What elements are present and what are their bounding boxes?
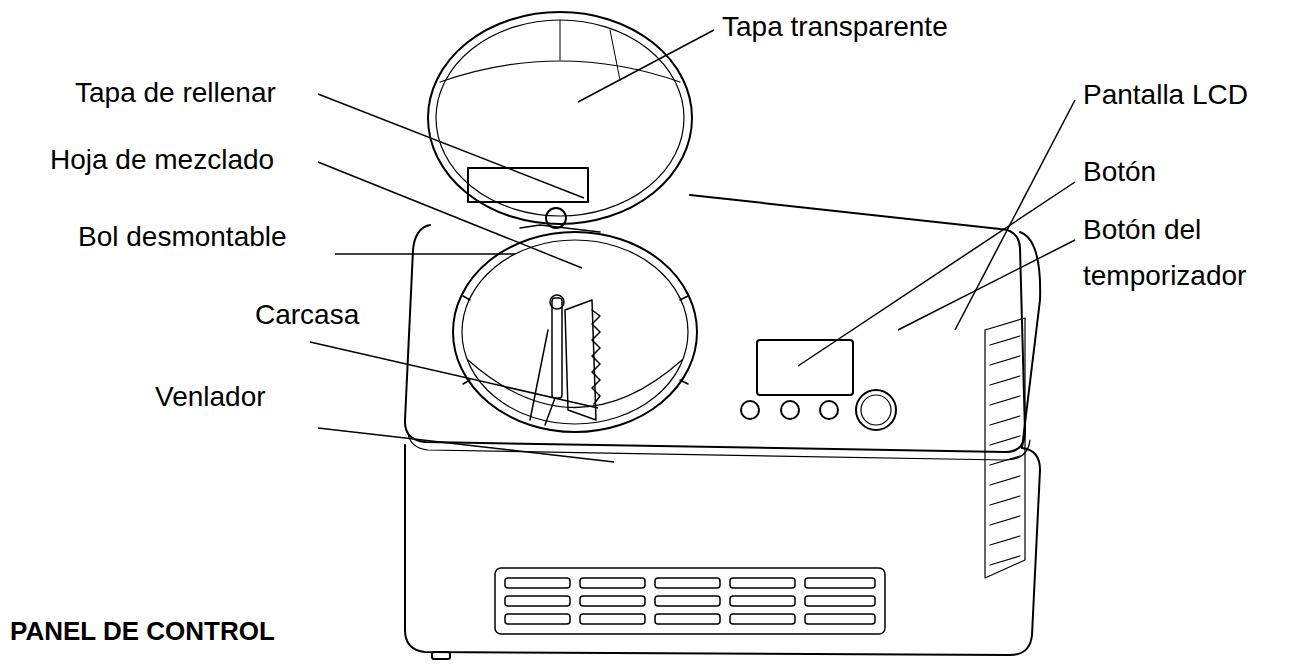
part-label: Carcasa: [255, 292, 359, 338]
leader-line: [318, 94, 584, 198]
part-label: Tapa transparente: [722, 4, 948, 50]
part-label: Botón del temporizador: [1083, 207, 1288, 299]
machine-foot: [432, 652, 450, 659]
part-label: Hoja de mezclado: [50, 137, 274, 183]
section-heading: PANEL DE CONTROL: [10, 614, 275, 648]
leader-line: [310, 342, 598, 408]
leader-line: [318, 428, 614, 462]
leader-line: [798, 182, 1075, 366]
leader-line: [318, 162, 582, 268]
front-vent: [495, 568, 885, 634]
leader-line: [578, 30, 714, 102]
part-label: Tapa de rellenar: [75, 70, 276, 116]
fill-lid: [468, 168, 588, 202]
control-panel: [741, 340, 896, 430]
leader-line: [898, 240, 1075, 330]
part-label: Botón: [1083, 149, 1156, 195]
leader-lines: [310, 30, 1075, 462]
timer-knob: [856, 390, 896, 430]
side-vent: [985, 318, 1025, 578]
leader-line: [955, 100, 1075, 330]
lcd-screen: [757, 340, 853, 395]
part-label: Pantalla LCD: [1083, 72, 1248, 118]
button: [781, 401, 799, 419]
leader-line: [335, 253, 515, 255]
button: [741, 401, 759, 419]
machine-body: [405, 445, 1040, 655]
machine-top-rim: [408, 433, 1030, 460]
transparent-lid: [428, 12, 692, 232]
button: [820, 401, 838, 419]
part-label: Bol desmontable: [78, 214, 287, 260]
part-label: Venlador: [155, 374, 266, 420]
